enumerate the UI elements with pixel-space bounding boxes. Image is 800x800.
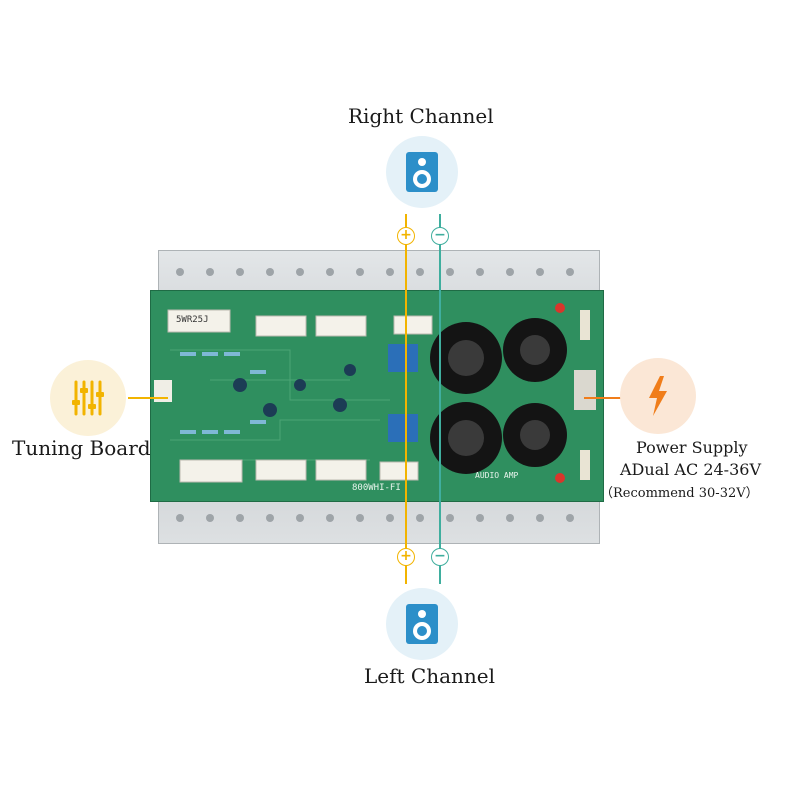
speaker-icon — [406, 604, 438, 644]
heatsink-holes — [176, 268, 574, 522]
power-supply-connector — [584, 397, 624, 399]
top-minus-marker: − — [431, 227, 449, 245]
pcb-components — [154, 303, 596, 483]
top-plus-marker: + — [397, 227, 415, 245]
board-resistor-label: 5WR25J — [176, 315, 209, 325]
positive-line — [405, 214, 407, 584]
tuning-board-icon-bg — [50, 360, 126, 436]
board-model-label: 800WHI-FI — [352, 483, 401, 493]
right-channel-label: Right Channel — [348, 104, 494, 128]
negative-line — [439, 214, 441, 584]
lightning-icon — [649, 376, 667, 416]
power-supply-recommendation: （Recommend 30-32V） — [600, 486, 759, 501]
tuning-board-connector — [128, 397, 168, 399]
tuning-board-label: Tuning Board — [12, 436, 151, 460]
bottom-minus-marker: − — [431, 548, 449, 566]
power-supply-label: Power Supply — [636, 438, 748, 457]
speaker-icon — [406, 152, 438, 192]
equalizer-icon — [72, 380, 104, 416]
bottom-plus-marker: + — [397, 548, 415, 566]
left-channel-label: Left Channel — [364, 664, 496, 688]
power-supply-voltage: ADual AC 24-36V — [620, 460, 761, 479]
board-audio-label: AUDIO AMP — [475, 471, 519, 480]
